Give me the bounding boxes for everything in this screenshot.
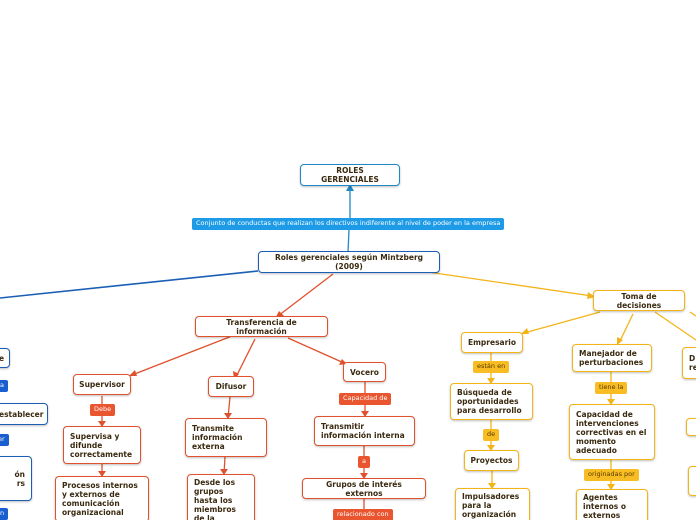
transmitir-interna-node[interactable]: Transmitir información interna xyxy=(314,416,415,446)
supervisa-node[interactable]: Supervisa y difunde correctamente xyxy=(63,426,141,464)
manejador-node[interactable]: Manejador de perturbaciones xyxy=(572,344,652,372)
grupos-externos-node[interactable]: Grupos de interés externos xyxy=(302,478,426,499)
left-partial-node-3[interactable]: ón rs xyxy=(0,456,32,501)
de-tag[interactable]: de xyxy=(483,429,500,441)
arrow-empresario xyxy=(521,328,529,334)
arrow-supervisor xyxy=(129,370,137,376)
arrow-supervisa xyxy=(98,421,106,427)
vocero-node[interactable]: Vocero xyxy=(343,362,386,382)
arrow-transmite xyxy=(224,413,232,419)
a-tag[interactable]: a xyxy=(358,456,370,468)
supervisor-node[interactable]: Supervisor xyxy=(73,374,131,395)
arrow-procesos xyxy=(98,471,106,477)
arrow-impulsadores xyxy=(488,483,496,489)
subtitle-node[interactable]: Roles gerenciales según Mintzberg (2009) xyxy=(258,251,440,273)
arrow-root xyxy=(346,184,354,191)
toma-decisiones-node[interactable]: Toma de decisiones xyxy=(593,290,685,311)
right-partial-box-2[interactable] xyxy=(686,418,696,436)
arrow-transmitir xyxy=(361,411,369,417)
arrow-manejador xyxy=(617,337,623,345)
agentes-node[interactable]: Agentes internos o externos xyxy=(576,489,648,520)
busqueda-node[interactable]: Búsqueda de oportunidades para desarroll… xyxy=(450,383,533,420)
link-empresario xyxy=(523,311,601,334)
link-manejador xyxy=(618,313,634,344)
right-partial-line-2: re xyxy=(689,363,696,372)
left-partial-tag-2[interactable]: er xyxy=(0,434,9,446)
arrow-desde xyxy=(220,469,228,475)
proyectos-node[interactable]: Proyectos xyxy=(464,450,519,471)
left-partial-node-1[interactable]: e xyxy=(0,348,10,368)
transmite-externa-node[interactable]: Transmite información externa xyxy=(185,418,267,457)
right-partial-box-3[interactable] xyxy=(688,466,696,496)
link-right-partial-2 xyxy=(689,311,696,317)
estan-en-tag[interactable]: están en xyxy=(473,361,510,373)
root-node[interactable]: ROLES GERENCIALES xyxy=(300,164,400,186)
arrow-capacidad-int xyxy=(607,399,615,405)
link-left-branch xyxy=(0,270,259,299)
right-partial-node[interactable]: D re xyxy=(682,347,696,379)
tiene-la-tag[interactable]: tiene la xyxy=(595,382,628,394)
link-tag-subtitle xyxy=(347,229,350,253)
debe-tag[interactable]: Debe xyxy=(90,404,116,416)
right-partial-line-1: D xyxy=(689,354,696,363)
arrow-proyectos xyxy=(487,445,495,451)
desde-grupos-node[interactable]: Desde los grupos hasta los miembros de l… xyxy=(187,474,255,520)
capacidad-intervenciones-node[interactable]: Capacidad de intervenciones correctivas … xyxy=(569,404,655,460)
left-partial-node-3-line-2: rs xyxy=(16,478,25,488)
connector-tag-main[interactable]: Conjunto de conductas que realizan los d… xyxy=(192,218,505,230)
arrow-busqueda xyxy=(487,378,495,384)
arrow-grupos xyxy=(360,473,368,479)
transferencia-node[interactable]: Transferencia de información xyxy=(195,316,328,337)
link-supervisor xyxy=(131,335,233,376)
procesos-node[interactable]: Procesos internos y externos de comunica… xyxy=(55,476,149,520)
link-right-partial xyxy=(654,311,696,341)
link-decisiones xyxy=(427,271,593,297)
link-transferencia xyxy=(277,273,334,317)
originadas-por-tag[interactable]: originadas por xyxy=(584,469,639,481)
relacionado-tag[interactable]: relacionado con xyxy=(333,509,393,520)
left-partial-node-3-line-1: ón xyxy=(14,469,26,479)
left-partial-tag-3[interactable]: n xyxy=(0,508,9,520)
link-difusor xyxy=(235,338,256,378)
impulsadores-node[interactable]: Impulsadores para la organización xyxy=(455,488,530,520)
arrow-agentes xyxy=(607,484,615,490)
empresario-node[interactable]: Empresario xyxy=(461,332,523,353)
difusor-node[interactable]: Difusor xyxy=(208,376,254,397)
left-partial-node-2[interactable]: establecer xyxy=(0,403,48,425)
capacidad-tag[interactable]: Capacidad de xyxy=(339,393,392,405)
left-partial-tag-1[interactable]: a xyxy=(0,380,8,392)
link-vocero xyxy=(287,337,345,364)
